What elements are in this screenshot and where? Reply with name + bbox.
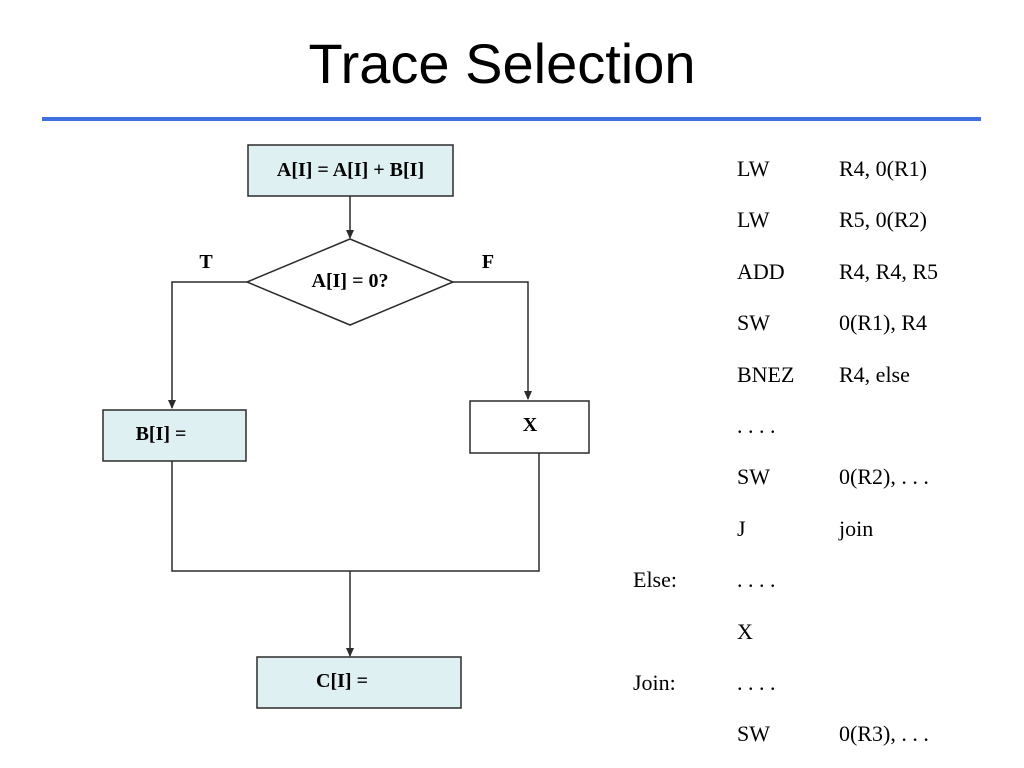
code-opcode: . . . . xyxy=(737,567,776,592)
code-operands: 0(R1), R4 xyxy=(839,310,927,335)
arrow-false-branch xyxy=(453,281,532,400)
code-operands: R5, 0(R2) xyxy=(839,207,927,232)
code-opcode: SW xyxy=(737,310,770,335)
code-operands: R4, 0(R1) xyxy=(839,156,927,181)
node-x-block-text: X xyxy=(523,414,538,436)
title-rule xyxy=(42,117,981,121)
connector-lines xyxy=(168,196,540,657)
code-opcode: SW xyxy=(737,464,770,489)
code-opcode: BNEZ xyxy=(737,362,795,387)
code-opcode: LW xyxy=(737,207,770,232)
node-condition-text: A[I] = 0? xyxy=(312,270,389,292)
arrow-true-branch xyxy=(168,281,247,409)
code-opcode: J xyxy=(737,516,746,541)
node-x-block xyxy=(469,400,590,454)
node-assign-a-text: A[I] = A[I] + B[I] xyxy=(277,159,424,181)
node-assign-c-text: C[I] = xyxy=(316,670,368,692)
code-operands: 0(R2), . . . xyxy=(839,464,929,489)
node-condition xyxy=(245,238,455,326)
code-opcode: LW xyxy=(737,156,770,181)
code-label: Else: xyxy=(633,567,677,592)
node-assign-c xyxy=(256,656,462,709)
code-opcode: X xyxy=(737,619,753,644)
code-opcode: . . . . xyxy=(737,670,776,695)
slide-title: Trace Selection xyxy=(308,32,696,95)
code-operands: R4, R4, R5 xyxy=(839,259,939,284)
code-opcode: . . . . xyxy=(737,413,776,438)
node-assign-a xyxy=(247,144,454,197)
code-label: Join: xyxy=(633,670,676,695)
code-operands: R4, else xyxy=(839,362,910,387)
code-opcode: SW xyxy=(737,721,770,746)
node-assign-b-text: B[I] = xyxy=(136,423,187,445)
node-assign-b xyxy=(102,409,247,462)
label-false: F xyxy=(482,251,494,273)
code-operands: join xyxy=(839,516,874,541)
merge-line xyxy=(171,453,540,572)
label-true: T xyxy=(199,251,213,273)
code-opcode: ADD xyxy=(737,259,785,284)
code-operands: 0(R3), . . . xyxy=(839,721,929,746)
